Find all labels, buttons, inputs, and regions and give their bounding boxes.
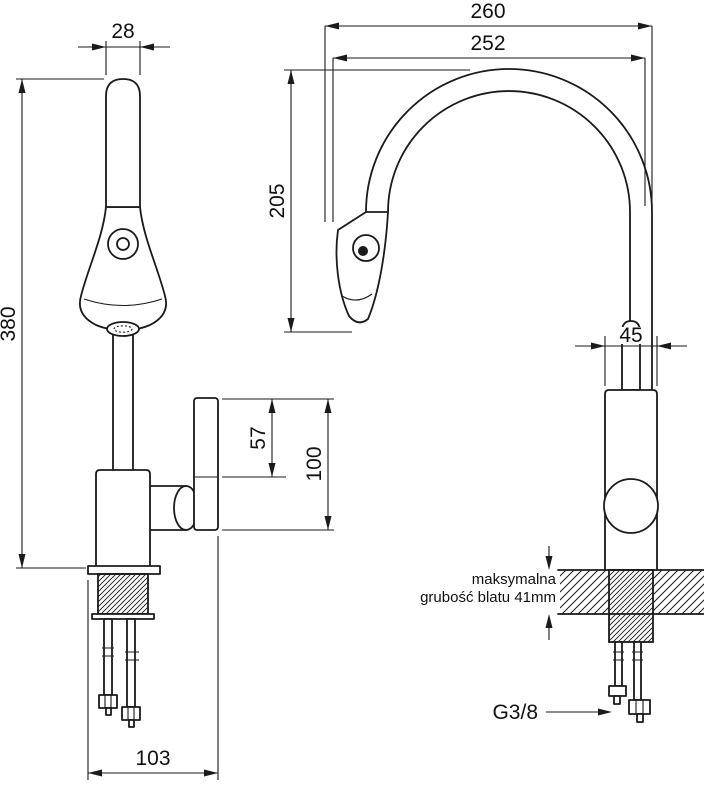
front-hex-nut-left-facets <box>104 695 112 708</box>
counter-note-line1: maksymalna <box>472 571 557 588</box>
front-spray-head <box>79 206 167 332</box>
front-view <box>79 78 219 728</box>
front-mounting-stud-right <box>126 618 136 708</box>
dim-103-extension-lines <box>87 536 219 780</box>
dim-260-label: 260 <box>470 0 505 23</box>
side-hose-right <box>633 641 642 701</box>
front-spray-button-inner <box>116 237 130 251</box>
side-spout-outer-edge <box>365 68 653 391</box>
dim-103-label: 103 <box>135 747 170 770</box>
side-hose-left-stub <box>613 695 621 705</box>
front-aerator-mesh <box>113 325 133 333</box>
dim-100-arrow-bottom <box>324 516 332 530</box>
dim-57-arrow-bottom <box>268 463 276 477</box>
dim-103-arrow-right <box>204 769 218 777</box>
front-nut-left-stub <box>105 707 112 716</box>
front-aerator <box>106 321 140 337</box>
dim-252-arrow-left <box>333 54 347 62</box>
front-hex-nut-left <box>98 694 118 709</box>
dim-base-depth: 103 <box>87 536 219 780</box>
side-hex-nut-facets <box>635 700 644 714</box>
dim-380-arrow-bottom <box>18 554 26 568</box>
dim-205-extension-lines <box>284 69 470 333</box>
dim-57-extension-lines <box>222 398 334 478</box>
front-neck-pipe <box>112 329 134 475</box>
side-handle-joint <box>603 478 659 534</box>
front-hex-nut-right <box>121 706 141 721</box>
side-hose-left-fitting <box>608 685 627 697</box>
dim-45-label: 45 <box>619 324 642 347</box>
front-spout-top <box>105 78 141 208</box>
front-mounting-washer <box>91 613 155 620</box>
front-hex-nut-right-facets <box>127 707 135 720</box>
side-threaded-shank <box>608 569 654 643</box>
dim-spout-height: 205 <box>266 69 470 333</box>
dim-spout-width: 28 <box>78 20 170 75</box>
dim-380-extension-lines <box>16 78 104 569</box>
front-threaded-shank <box>97 573 149 615</box>
countertop-hatch-left <box>560 570 609 614</box>
dim-252-arrow-right <box>631 54 645 62</box>
dim-252-label: 252 <box>470 32 505 55</box>
dim-260-extension-lines <box>324 26 653 222</box>
counter-note-line2: grubość blatu 41mm <box>420 589 556 606</box>
dim-handle-height: 57 <box>222 398 334 478</box>
dim-380-label: 380 <box>0 306 20 341</box>
dim-100-arrow-top <box>324 399 332 413</box>
dimensions-front: 28 380 57 100 <box>0 20 334 780</box>
dim-205-arrow-bottom <box>287 318 295 332</box>
dim-28-extension-lines <box>105 41 141 75</box>
dim-260-arrow-left <box>325 22 339 30</box>
dim-28-arrow-left <box>92 43 106 51</box>
dim-103-arrow-left <box>88 769 102 777</box>
side-view <box>335 68 704 723</box>
side-spout-inner-edge <box>387 90 631 391</box>
dim-380-arrow-top <box>18 79 26 93</box>
dim-57-arrow-top <box>268 399 276 413</box>
dim-100-label: 100 <box>303 446 326 481</box>
front-stud-thread-ticks <box>102 647 139 661</box>
dim-28-arrow-right <box>140 43 154 51</box>
thread-size-callout: G3/8 <box>492 701 612 724</box>
front-handle-lever <box>193 397 219 531</box>
dim-spout-reach: 252 <box>332 32 646 222</box>
dim-252-extension-lines <box>332 58 646 222</box>
side-nut-stub <box>636 713 644 723</box>
side-hose-thread-ticks <box>613 651 643 661</box>
dim-total-height: 380 <box>0 78 104 569</box>
side-spray-button-inner <box>358 246 368 256</box>
dim-45-arrow-left <box>591 342 605 350</box>
dim-45-arrow-right <box>657 342 671 350</box>
dim-57-label: 57 <box>247 426 270 449</box>
counter-thickness-arrow-top <box>545 556 553 570</box>
front-spray-head-seam <box>83 298 163 306</box>
dimensions-side: 260 252 205 45 <box>266 0 687 724</box>
countertop-hatch-right <box>653 570 704 614</box>
dim-205-arrow-top <box>287 70 295 84</box>
thread-size-label: G3/8 <box>492 701 538 724</box>
dim-45-label-backing <box>613 327 649 344</box>
dim-28-label: 28 <box>111 20 134 43</box>
dim-body-height: 100 <box>222 399 334 531</box>
front-nut-right-stub <box>128 719 135 728</box>
dim-45-extension-lines <box>604 336 658 386</box>
dim-260-arrow-right <box>638 22 652 30</box>
front-base-flange <box>87 565 161 575</box>
counter-thickness-note: maksymalna grubość blatu 41mm <box>420 546 557 640</box>
counter-thickness-arrow-bottom <box>545 614 553 628</box>
front-body <box>95 469 151 568</box>
dim-body-depth: 45 <box>575 324 687 386</box>
side-hex-nut <box>628 699 651 715</box>
thread-size-arrowhead <box>598 708 612 716</box>
front-handle-boss <box>149 485 187 531</box>
dim-overall-reach: 260 <box>324 0 653 222</box>
side-spray-head <box>335 211 389 324</box>
side-hose-left <box>614 641 623 687</box>
side-spray-head-seam <box>341 293 373 301</box>
dim-205-label: 205 <box>266 183 289 218</box>
front-mounting-stud-left <box>103 618 113 696</box>
